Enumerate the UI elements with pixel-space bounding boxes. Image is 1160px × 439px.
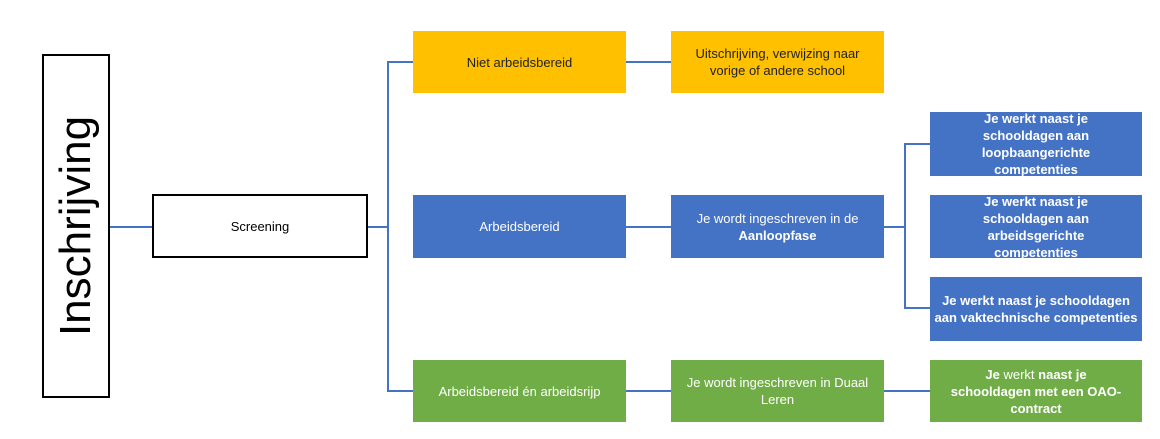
connector	[626, 226, 671, 228]
outcome-text: Je wordt ingeschreven in de	[696, 210, 859, 226]
outcome-duaal-leren: Je wordt ingeschreven in Duaal Leren	[671, 360, 884, 422]
connector	[626, 61, 671, 63]
connector	[387, 61, 413, 63]
category-arbeidsrijp: Arbeidsbereid én arbeidsrijp	[413, 360, 626, 422]
connector	[884, 390, 930, 392]
outcome-uitschrijving: Uitschrijving, verwijzing naar vorige of…	[671, 31, 884, 93]
competence-oao-contract: Je werkt naast je schooldagen met een OA…	[930, 360, 1142, 422]
outcome-bold: Aanloopfase	[738, 227, 817, 243]
screening-box: Screening	[152, 194, 368, 258]
connector	[904, 143, 930, 145]
competence-arbeidsgericht: Je werkt naast je schooldagen aan arbeid…	[930, 194, 1142, 260]
connector	[387, 61, 389, 392]
oao-bold: naast je schooldagen met een OAO-contrac…	[950, 366, 1122, 416]
connector	[904, 143, 906, 309]
competence-vaktechnisch: Je werkt naast je schooldagen aan vaktec…	[930, 277, 1142, 341]
category-arbeidsbereid: Arbeidsbereid	[413, 195, 626, 258]
connector	[626, 390, 671, 392]
connector	[387, 390, 413, 392]
title-text: Inschrijving	[51, 115, 100, 337]
connector	[884, 226, 906, 228]
competence-loopbaangericht: Je werkt naast je schooldagen aan loopba…	[930, 111, 1142, 177]
connector	[368, 226, 389, 228]
title-box: Inschrijving	[42, 54, 110, 398]
oao-normal: werkt	[1003, 366, 1035, 382]
connector	[110, 226, 152, 228]
oao-prefix: Je	[985, 366, 1004, 382]
outcome-aanloopfase: Je wordt ingeschreven in de Aanloopfase	[671, 195, 884, 258]
category-niet-arbeidsbereid: Niet arbeidsbereid	[413, 31, 626, 93]
connector	[904, 307, 930, 309]
